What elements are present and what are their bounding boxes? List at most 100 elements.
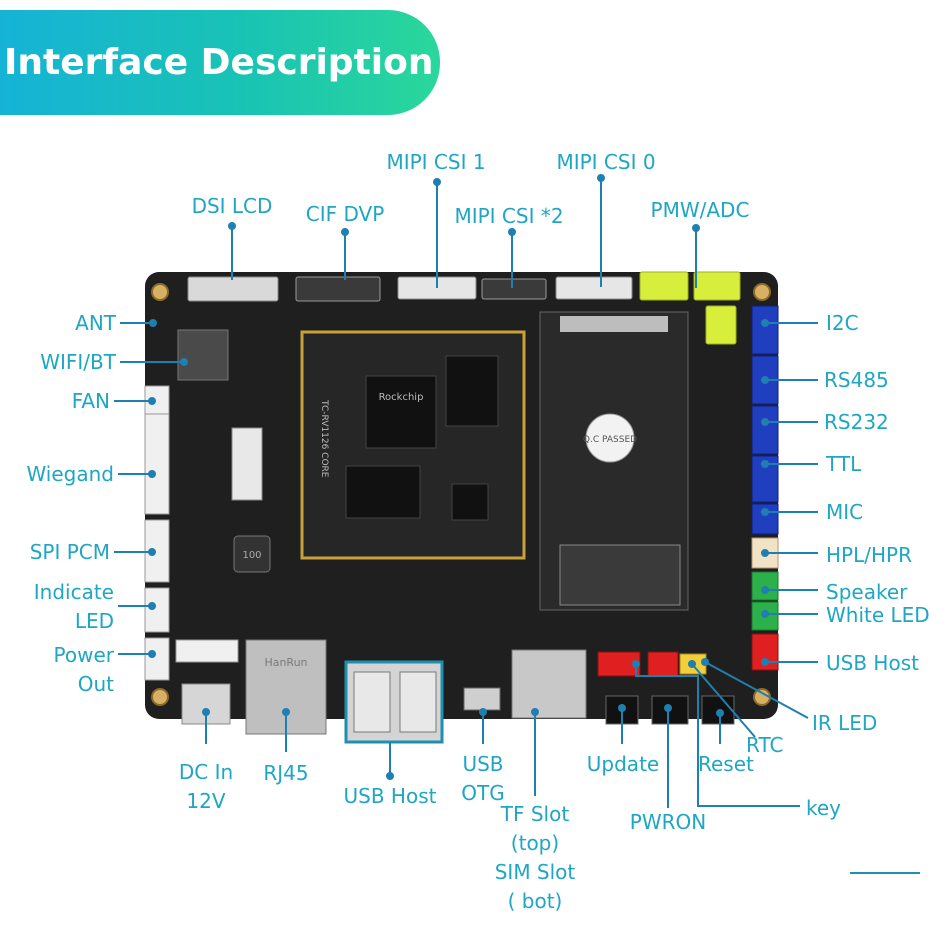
memory-chip-2 — [345, 465, 421, 519]
qc-stamp — [585, 413, 635, 463]
dot-mipi-csi0 — [597, 174, 605, 182]
page-title: Interface Description — [4, 42, 434, 83]
dot-pmw-adc — [692, 224, 700, 232]
dot-usb-host-right — [761, 658, 769, 666]
red-header-2 — [647, 651, 679, 677]
dot-mipi-csi2 — [508, 228, 516, 236]
label-mipi-csi0: MIPI CSI 0 — [556, 150, 656, 174]
dot-fan — [148, 397, 156, 405]
rs232-connector — [751, 405, 779, 455]
wiegand-connector — [144, 413, 170, 515]
dot-i2c — [761, 319, 769, 327]
slot-latch — [560, 316, 668, 332]
label-wifi-bt: WIFI/BT — [40, 350, 116, 374]
label-wiegand: Wiegand — [26, 462, 114, 486]
dot-dsi-lcd — [228, 222, 236, 230]
label-ir-led: IR LED — [812, 711, 878, 735]
dot-rtc — [688, 660, 696, 668]
core-label: TC-RV1126 CORE — [319, 399, 329, 478]
usb-otg-port — [463, 687, 501, 711]
dot-white-led — [761, 610, 769, 618]
cif-dvp-connector — [295, 276, 381, 302]
dot-speaker — [761, 586, 769, 594]
label-usb-host-bottom: USB Host — [343, 784, 437, 808]
dot-mic — [761, 508, 769, 516]
label-mic: MIC — [826, 500, 864, 524]
label-rtc: RTC — [746, 733, 784, 757]
label-dsi-lcd: DSI LCD — [191, 194, 273, 218]
soc-chip — [365, 375, 437, 449]
title-banner: Interface Description — [0, 10, 440, 115]
i2c-connector — [751, 305, 779, 355]
indicate-led-connector — [144, 587, 170, 633]
dsi-lcd-connector — [187, 276, 279, 302]
dot-power-out — [148, 650, 156, 658]
leader-rtc — [691, 663, 756, 738]
label-power-out: Power Out — [53, 643, 114, 696]
pmw-adc-header-3 — [705, 305, 737, 345]
label-dc-in: DC In 12V — [178, 760, 234, 813]
pmic-chip — [451, 483, 489, 521]
label-key: key — [806, 796, 842, 820]
dot-ir-led — [701, 658, 709, 666]
label-ant: ANT — [75, 311, 116, 335]
label-spi-pcm: SPI PCM — [29, 540, 110, 564]
leader-lines — [114, 174, 818, 808]
mount-hole-bl — [151, 688, 169, 706]
label-speaker: Speaker — [826, 580, 908, 604]
coil-inductor — [233, 535, 271, 573]
label-pmw-adc: PMW/ADC — [650, 198, 750, 222]
label-white-led: White LED — [826, 603, 930, 627]
leader-ir-led — [704, 661, 809, 719]
label-hpl-hpr: HPL/HPR — [826, 543, 912, 567]
label-ttl: TTL — [826, 452, 862, 476]
dot-wiegand — [148, 470, 156, 478]
mount-hole-tl — [151, 283, 169, 301]
label-rj45: RJ45 — [263, 761, 309, 785]
soc-brand: Rockchip — [379, 392, 424, 403]
label-usb-host-right: USB Host — [826, 651, 919, 675]
dot-rs485 — [761, 376, 769, 384]
dot-tf-slot — [531, 708, 539, 716]
power-out-connector — [144, 637, 170, 681]
dot-dc-in — [202, 708, 210, 716]
dot-pwron — [664, 704, 672, 712]
sd-slot — [511, 649, 587, 719]
dot-mipi-csi1 — [433, 178, 441, 186]
mount-hole-tr — [753, 283, 771, 301]
dot-hpl-hpr — [761, 549, 769, 557]
pmw-adc-header-2 — [693, 271, 741, 301]
decorative-divider — [850, 872, 920, 874]
usb-host-port-b — [399, 671, 437, 733]
usb-host-port-a — [353, 671, 391, 733]
dot-ttl — [761, 460, 769, 468]
dot-indicate-led — [148, 602, 156, 610]
label-usb-otg: USB OTG — [461, 752, 505, 805]
label-cif-dvp: CIF DVP — [305, 202, 385, 226]
memory-chip-1 — [445, 355, 499, 427]
label-rs232: RS232 — [824, 410, 889, 434]
label-mipi-csi2: MIPI CSI *2 — [454, 204, 564, 228]
label-reset: Reset — [698, 752, 754, 776]
qc-stamp-text: Q.C PASSED — [583, 435, 637, 445]
dot-key — [632, 660, 640, 668]
wifi-bt-module — [177, 329, 229, 381]
dot-usb-otg — [479, 708, 487, 716]
label-fan: FAN — [71, 389, 110, 413]
dot-rs232 — [761, 418, 769, 426]
dot-cif-dvp — [341, 228, 349, 236]
label-tf-sim-slot: TF Slot (top) SIM Slot ( bot) — [494, 802, 576, 913]
label-update: Update — [586, 752, 660, 776]
label-i2c: I2C — [826, 311, 859, 335]
slot-contacts — [559, 544, 681, 606]
dot-update — [618, 704, 626, 712]
pmw-adc-header-1 — [639, 271, 689, 301]
label-mipi-csi1: MIPI CSI 1 — [386, 150, 486, 174]
white-header-bottom — [175, 639, 239, 663]
label-rs485: RS485 — [824, 368, 889, 392]
label-indicate-led: Indicate LED — [33, 580, 114, 633]
dot-spi-pcm — [148, 548, 156, 556]
dot-wifi-bt — [180, 358, 188, 366]
dot-rj45 — [282, 708, 290, 716]
